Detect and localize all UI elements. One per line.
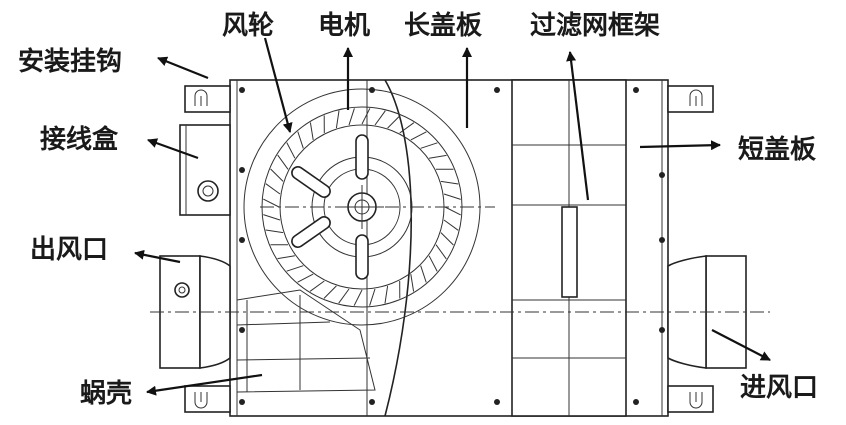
screw [369,87,375,93]
mounting-hook-top-left [185,86,230,112]
label-short-cover: 短盖板 [738,134,816,165]
screw [239,87,245,93]
screw [494,399,500,405]
screw [659,237,665,243]
mounting-hook-top-right [668,86,713,112]
label-volute: 蜗壳 [80,379,132,409]
screw [633,87,639,93]
screw [239,327,245,333]
label-junction-box: 接线盒 [40,124,119,155]
junction-box [180,125,230,215]
screw [239,399,245,405]
label-mounting-hook: 安装挂钩 [18,47,122,77]
screw [659,172,665,178]
screw [494,87,500,93]
screw [369,399,375,405]
label-long-cover: 长盖板 [404,10,482,41]
label-filter-frame: 过滤网框架 [530,11,660,41]
mounting-hook-bottom-left [185,386,230,412]
label-motor: 电机 [318,11,370,41]
screw [659,327,665,333]
filter-frame [512,80,626,416]
mounting-hook-bottom-right [668,386,713,412]
screw [633,399,639,405]
label-outlet: 出风口 [30,235,108,265]
label-inlet: 进风口 [740,373,818,403]
screw [239,237,245,243]
label-fan-wheel: 风轮 [222,11,274,41]
screw [239,167,245,173]
